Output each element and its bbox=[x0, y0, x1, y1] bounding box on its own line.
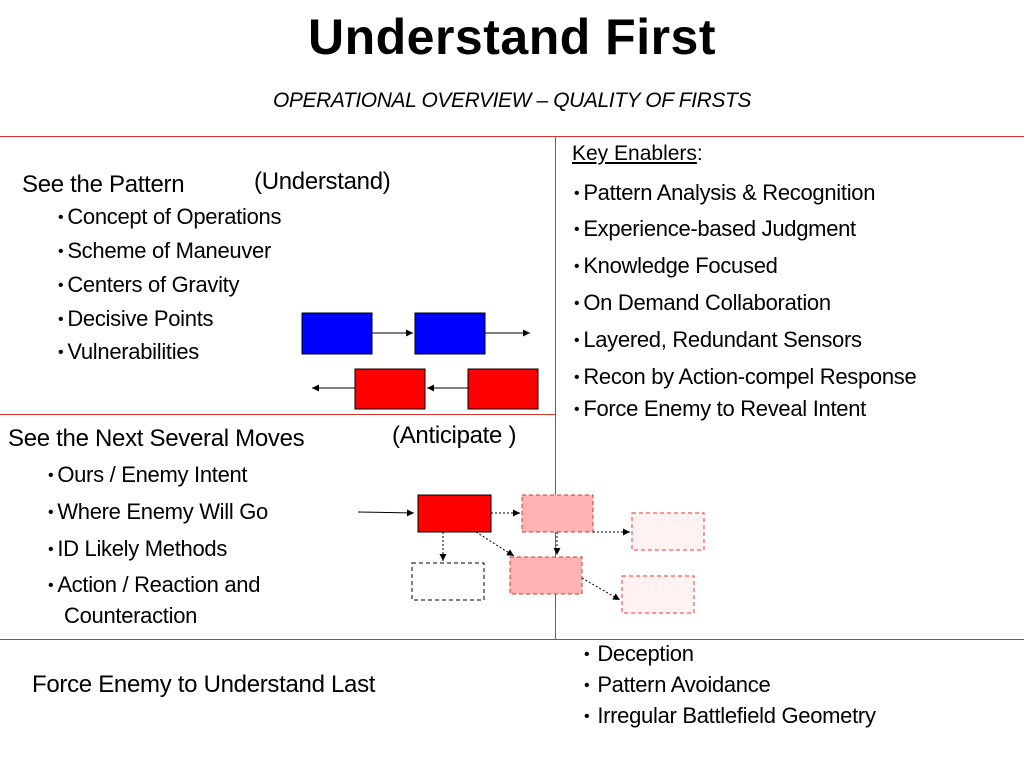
enabler-item: •Knowledge Focused bbox=[574, 253, 778, 278]
bullet-icon: • bbox=[574, 369, 580, 386]
divider-top bbox=[0, 136, 1024, 137]
moves-item: •ID Likely Methods bbox=[48, 536, 228, 561]
bullet-icon: • bbox=[48, 541, 54, 558]
arrow bbox=[357, 509, 415, 517]
last-heading: Force Enemy to Understand Last bbox=[32, 671, 376, 698]
bullet-icon: • bbox=[584, 677, 590, 694]
enabler-item: •Experience-based Judgment bbox=[574, 216, 856, 241]
bullet-icon: • bbox=[58, 311, 64, 328]
red-box bbox=[417, 494, 492, 533]
blue-box bbox=[301, 312, 373, 355]
moves-item: •Action / Reaction and bbox=[48, 572, 261, 597]
bullet-icon: • bbox=[574, 221, 580, 238]
enabler-item: •Force Enemy to Reveal Intent bbox=[574, 396, 866, 421]
bullet-icon: • bbox=[58, 209, 64, 226]
bullet-icon: • bbox=[48, 577, 54, 594]
pattern-item: •Centers of Gravity bbox=[58, 272, 240, 297]
moves-tag: (Anticipate ) bbox=[392, 422, 517, 449]
bullet-icon: • bbox=[574, 185, 580, 202]
moves-item: •Ours / Enemy Intent bbox=[48, 462, 248, 487]
bullet-icon: • bbox=[584, 708, 590, 725]
moves-item-continuation: Counteraction bbox=[64, 603, 198, 628]
last-item: •Deception bbox=[584, 641, 694, 666]
pale-box bbox=[631, 512, 705, 551]
divider-middle-left bbox=[0, 414, 556, 415]
bullet-icon: • bbox=[48, 467, 54, 484]
divider-bottom bbox=[0, 639, 1024, 640]
blue-box bbox=[414, 312, 486, 355]
bullet-icon: • bbox=[574, 332, 580, 349]
last-item: •Irregular Battlefield Geometry bbox=[584, 703, 876, 728]
pink-box bbox=[509, 556, 583, 595]
enabler-item: •On Demand Collaboration bbox=[574, 290, 831, 315]
enablers-title: Key Enablers: bbox=[572, 142, 703, 165]
pink-box bbox=[521, 494, 594, 533]
empty-box bbox=[411, 562, 485, 601]
moves-item: •Where Enemy Will Go bbox=[48, 499, 268, 524]
pattern-tag: (Understand) bbox=[254, 168, 391, 195]
enabler-item: •Pattern Analysis & Recognition bbox=[574, 180, 876, 205]
bullet-icon: • bbox=[574, 401, 580, 418]
page-subtitle: OPERATIONAL OVERVIEW – QUALITY OF FIRSTS bbox=[272, 89, 751, 112]
moves-heading: See the Next Several Moves bbox=[8, 425, 305, 452]
bullet-icon: • bbox=[574, 258, 580, 275]
red-box bbox=[354, 368, 426, 410]
red-box bbox=[467, 368, 539, 410]
bullet-icon: • bbox=[48, 504, 54, 521]
pattern-diagram bbox=[301, 312, 539, 410]
divider-vertical bbox=[555, 136, 556, 640]
pattern-item: •Decisive Points bbox=[58, 306, 214, 331]
bullet-icon: • bbox=[58, 243, 64, 260]
arrow bbox=[475, 531, 515, 557]
anticipate-diagram bbox=[357, 494, 705, 614]
enabler-item: •Recon by Action-compel Response bbox=[574, 364, 917, 389]
page-title: Understand First bbox=[307, 9, 717, 65]
pale-box bbox=[621, 575, 695, 614]
pattern-heading: See the Pattern bbox=[22, 171, 185, 198]
enabler-item: •Layered, Redundant Sensors bbox=[574, 327, 862, 352]
pattern-item: •Scheme of Maneuver bbox=[58, 238, 272, 263]
bullet-icon: • bbox=[58, 344, 64, 361]
pattern-item: •Concept of Operations bbox=[58, 204, 282, 229]
last-item: •Pattern Avoidance bbox=[584, 672, 771, 697]
bullet-icon: • bbox=[574, 295, 580, 312]
pattern-item: •Vulnerabilities bbox=[58, 339, 199, 364]
bullet-icon: • bbox=[584, 646, 590, 663]
bullet-icon: • bbox=[58, 277, 64, 294]
arrow bbox=[581, 577, 621, 601]
